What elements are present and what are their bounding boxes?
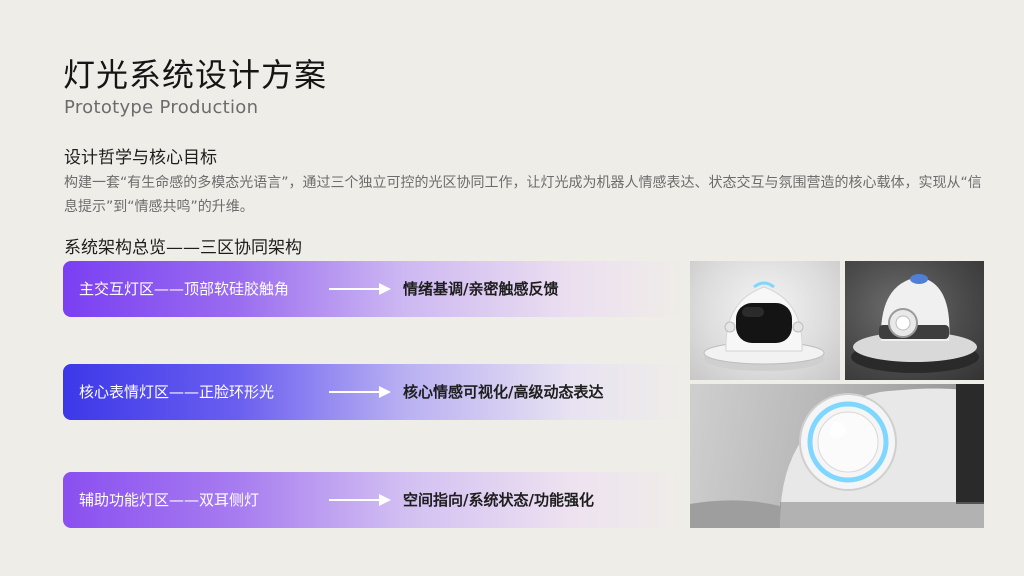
robot-dark-photo — [845, 261, 984, 380]
right-arrow-icon — [329, 386, 391, 398]
zone-result: 情绪基调/亲密触感反馈 — [403, 280, 559, 298]
zone-label: 核心表情灯区——正脸环形光 — [79, 383, 275, 401]
zone-result: 空间指向/系统状态/功能强化 — [403, 491, 594, 509]
zone-label: 辅助功能灯区——双耳侧灯 — [79, 491, 260, 509]
robot-front-photo — [690, 261, 840, 380]
zone-band-main-interaction: 主交互灯区——顶部软硅胶触角 情绪基调/亲密触感反馈 — [63, 261, 683, 317]
zone-band-core-expression: 核心表情灯区——正脸环形光 核心情感可视化/高级动态表达 — [63, 364, 683, 420]
page-subtitle: Prototype Production — [64, 97, 259, 118]
zone-result: 核心情感可视化/高级动态表达 — [403, 383, 604, 401]
zone-label: 主交互灯区——顶部软硅胶触角 — [79, 280, 290, 298]
zone-band-auxiliary: 辅助功能灯区——双耳侧灯 空间指向/系统状态/功能强化 — [63, 472, 683, 528]
philosophy-text: 构建一套“有生命感的多模态光语言”，通过三个独立可控的光区协同工作，让灯光成为机… — [64, 175, 982, 215]
architecture-heading: 系统架构总览——三区协同架构 — [64, 238, 302, 258]
philosophy-heading: 设计哲学与核心目标 — [64, 148, 217, 168]
right-arrow-icon — [329, 494, 391, 506]
robot-ear-ring-photo — [690, 384, 984, 528]
page-title: 灯光系统设计方案 — [63, 56, 328, 94]
right-arrow-icon — [329, 283, 391, 295]
